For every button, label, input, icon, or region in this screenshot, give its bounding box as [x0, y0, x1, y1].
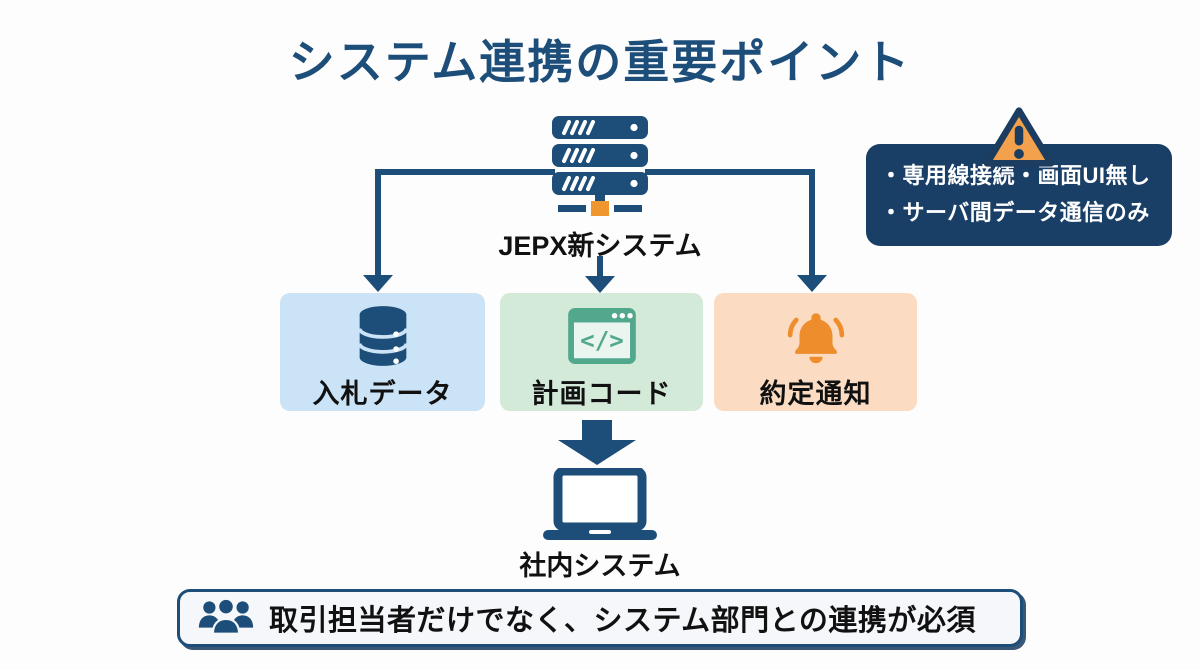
- connector-down-left: [375, 169, 381, 277]
- arrowhead-middle-icon: [585, 276, 615, 293]
- connector-down-middle: [597, 256, 603, 278]
- box-bid-data-label: 入札データ: [312, 379, 453, 409]
- server-icon: [552, 116, 648, 216]
- page-title: システム連携の重要ポイント: [288, 36, 912, 88]
- jepx-system-label: JEPX新システム: [498, 231, 702, 261]
- callout-line-2: ・サーバ間データ通信のみ: [880, 200, 1150, 225]
- laptop-icon: [543, 468, 657, 540]
- svg-text:</>: </>: [580, 327, 624, 355]
- connector-down-right: [809, 169, 815, 277]
- big-down-arrow-icon: [558, 420, 636, 465]
- arrowhead-left-icon: [363, 275, 393, 292]
- box-contract-notice: 約定通知: [714, 293, 917, 411]
- callout-line-1: ・専用線接続・画面UI無し: [880, 163, 1151, 188]
- box-plan-code-label: 計画コード: [531, 379, 672, 409]
- bell-icon: [784, 301, 848, 371]
- code-window-icon: </>: [567, 301, 637, 371]
- warning-triangle-icon: [983, 107, 1055, 167]
- connector-line-left: [375, 169, 555, 175]
- bottom-banner-text: 取引担当者だけでなく、システム部門との連携が必須: [269, 605, 976, 637]
- people-group-icon: [198, 597, 254, 635]
- arrowhead-right-icon: [797, 275, 827, 292]
- connector-line-right: [645, 169, 815, 175]
- bottom-banner: 取引担当者だけでなく、システム部門との連携が必須: [177, 589, 1023, 647]
- box-contract-notice-label: 約定通知: [759, 379, 872, 409]
- box-bid-data: 入札データ: [280, 293, 485, 411]
- box-plan-code: </> 計画コード: [500, 293, 703, 411]
- internal-system-label: 社内システム: [519, 551, 681, 581]
- database-icon: [355, 301, 411, 371]
